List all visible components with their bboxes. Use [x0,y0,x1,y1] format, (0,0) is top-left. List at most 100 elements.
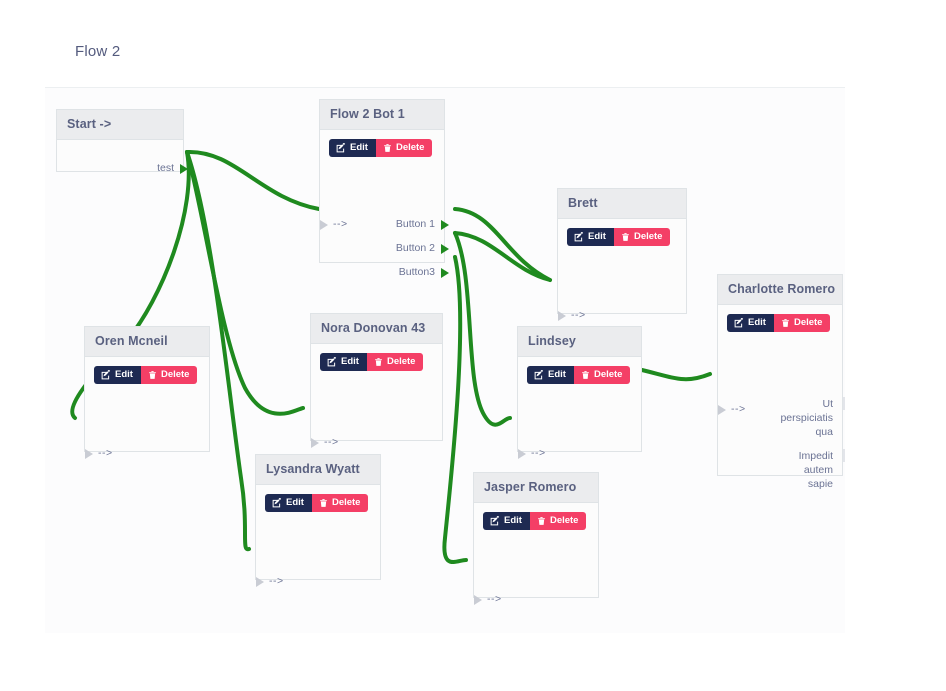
edit-button-label: Edit [504,515,522,527]
node-body: Edit Delete --> Button 1 Button 2 Button3 [320,130,450,278]
node-title: Flow 2 Bot 1 [320,100,444,130]
node-input-port[interactable]: --> [474,593,502,605]
node-input-port[interactable]: --> [558,309,586,321]
flow-edge [640,368,712,382]
delete-button[interactable]: Delete [140,366,198,384]
trash-icon [149,371,156,379]
flow-node-start[interactable]: Start -> test [56,109,188,174]
delete-button[interactable]: Delete [375,139,433,157]
trash-icon [538,517,545,525]
node-title: Charlotte Romero [718,275,842,305]
edit-button[interactable]: Edit [320,353,367,371]
node-title: Start -> [57,110,183,140]
edit-button-label: Edit [341,356,359,368]
trash-icon [622,233,629,241]
node-title: Oren Mcneil [85,327,209,357]
pencil-square-icon [490,516,500,526]
edit-button[interactable]: Edit [527,366,574,384]
edit-button-label: Edit [588,231,606,243]
trash-icon [782,319,789,327]
node-actions: Edit Delete [94,366,200,384]
delete-button-label: Delete [793,317,823,329]
trash-icon [320,499,327,507]
node-input-port[interactable]: --> [320,218,348,230]
node-body: Edit Delete --> [256,485,380,587]
node-output-port[interactable]: Button 2 [395,242,450,254]
delete-button[interactable]: Delete [311,494,369,512]
node-body: test [57,140,188,174]
node-output-port[interactable]: Ut perspiciatis qua [780,397,845,438]
pencil-square-icon [534,370,544,380]
delete-button-label: Delete [633,231,663,243]
delete-button-label: Delete [593,369,623,381]
node-input-port[interactable]: --> [85,447,113,459]
pencil-square-icon [734,318,744,328]
page-title: Flow 2 [75,43,121,60]
edit-button-label: Edit [350,142,368,154]
delete-button[interactable]: Delete [573,366,631,384]
delete-button[interactable]: Delete [529,512,587,530]
flow-node-flow2bot1[interactable]: Flow 2 Bot 1 Edit Delete --> Button 1 Button … [319,99,450,278]
edit-button-label: Edit [286,497,304,509]
edit-button[interactable]: Edit [483,512,530,530]
node-output-port[interactable]: Impedit autem sapie [798,449,845,490]
trash-icon [582,371,589,379]
node-body: Edit Delete --> [558,219,686,321]
flow-edge [442,255,468,564]
edit-button-label: Edit [115,369,133,381]
edit-button[interactable]: Edit [567,228,614,246]
delete-button-label: Delete [395,142,425,154]
pencil-square-icon [272,498,282,508]
pencil-square-icon [327,357,337,367]
node-actions: Edit Delete [727,314,833,332]
node-actions: Edit Delete [567,228,677,246]
flow-edge [453,207,552,282]
node-input-port[interactable]: --> [718,403,746,415]
delete-button-label: Delete [331,497,361,509]
delete-button-label: Delete [160,369,190,381]
node-input-port[interactable]: --> [311,436,339,448]
node-body: Edit Delete --> [518,357,641,459]
edit-button[interactable]: Edit [329,139,376,157]
flow-edge [453,231,552,282]
node-output-port[interactable]: Button 1 [395,218,450,230]
node-title: Lysandra Wyatt [256,455,380,485]
node-actions: Edit Delete [320,353,433,371]
flow-header: Flow 2 [45,0,845,88]
node-body: Edit Delete --> [85,357,209,459]
node-title: Nora Donovan 43 [311,314,442,344]
node-title: Jasper Romero [474,473,598,503]
node-title: Lindsey [518,327,641,357]
flow-node-nora[interactable]: Nora Donovan 43 Edit Delete --> [310,313,443,448]
node-input-port[interactable]: --> [518,447,546,459]
edit-button[interactable]: Edit [265,494,312,512]
delete-button-label: Delete [549,515,579,527]
node-body: Edit Delete --> [474,503,598,605]
delete-button[interactable]: Delete [613,228,671,246]
delete-button[interactable]: Delete [366,353,424,371]
node-input-port[interactable]: --> [256,575,284,587]
node-actions: Edit Delete [527,366,632,384]
node-actions: Edit Delete [329,139,435,157]
node-actions: Edit Delete [265,494,371,512]
edit-button[interactable]: Edit [94,366,141,384]
node-output-port[interactable]: Button3 [398,266,450,278]
node-output-port[interactable]: test [157,162,188,174]
node-title: Brett [558,189,686,219]
delete-button-label: Delete [386,356,416,368]
node-actions: Edit Delete [483,512,589,530]
edit-button[interactable]: Edit [727,314,774,332]
edit-button-label: Edit [748,317,766,329]
flow-edge [453,231,512,427]
delete-button[interactable]: Delete [773,314,831,332]
pencil-square-icon [101,370,111,380]
